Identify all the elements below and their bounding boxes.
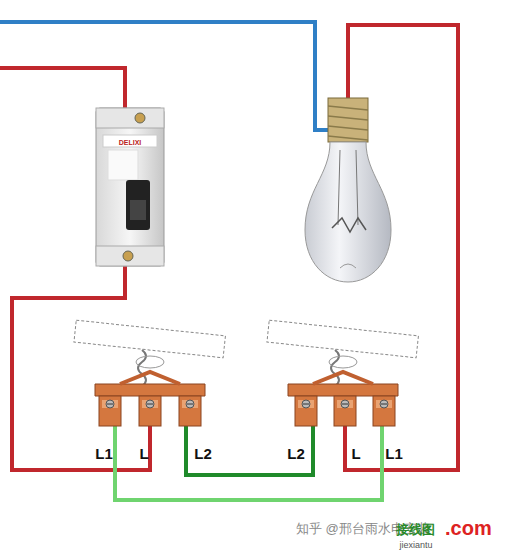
terminal-label: L1 <box>385 446 403 461</box>
watermark: jiexiantu <box>399 541 432 550</box>
watermark: 接线图 <box>396 523 435 536</box>
terminal-label: L <box>139 446 148 461</box>
terminal-label: L2 <box>287 446 305 461</box>
terminal-label: L1 <box>95 446 113 461</box>
light-bulb <box>305 98 391 282</box>
two-way-switch <box>267 320 418 396</box>
terminal-label: L2 <box>194 446 212 461</box>
terminal-label: L <box>351 446 360 461</box>
circuit-breaker <box>96 108 164 266</box>
brand-label: DELIXI <box>119 139 142 146</box>
two-way-switch <box>74 320 225 396</box>
watermark: .com <box>445 518 492 538</box>
